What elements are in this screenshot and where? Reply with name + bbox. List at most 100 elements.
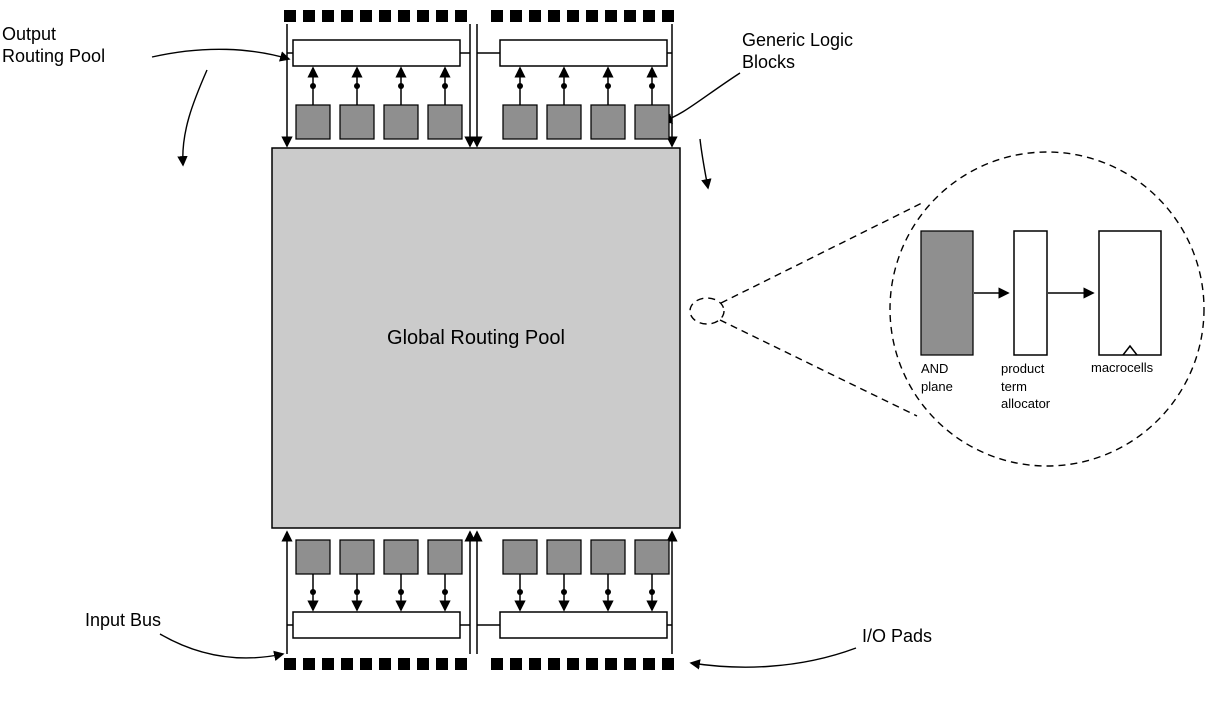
generated-repeated-shapes <box>284 10 674 670</box>
io-pad <box>303 658 315 670</box>
glb-square <box>427 104 463 140</box>
generic-logic-blocks-arrow-2 <box>699 138 712 190</box>
glb-square <box>502 539 538 575</box>
glb-square <box>339 539 375 575</box>
io-pad <box>455 10 467 22</box>
output-routing-pool-arrow <box>151 48 291 62</box>
glb-square <box>634 104 670 140</box>
generic-logic-blocks-label: Generic Logic Blocks <box>742 30 854 72</box>
input-bus-arrow <box>159 633 285 661</box>
glb-square <box>295 104 331 140</box>
io-pad <box>455 658 467 670</box>
output-routing-pool-rect-left <box>292 39 461 67</box>
io-pad <box>624 10 636 22</box>
io-pad <box>586 658 598 670</box>
io-pad <box>436 658 448 670</box>
io-pad <box>284 658 296 670</box>
wire-junction-dot <box>649 589 655 595</box>
glb-square <box>546 539 582 575</box>
io-pad <box>662 658 674 670</box>
input-bus-rect-left <box>292 611 461 639</box>
io-pad <box>643 10 655 22</box>
io-pad <box>567 10 579 22</box>
io-pad <box>529 10 541 22</box>
macrocells-label: macrocells <box>1091 360 1154 375</box>
wire-junction-dot <box>649 83 655 89</box>
and-plane-label: AND plane <box>921 361 953 394</box>
io-pad <box>662 10 674 22</box>
io-pad <box>510 658 522 670</box>
global-routing-pool-label: Global Routing Pool <box>387 326 565 349</box>
glb-square <box>383 104 419 140</box>
macrocells-rect <box>1098 230 1162 356</box>
output-routing-pool-rect-right <box>499 39 668 67</box>
io-pad <box>529 658 541 670</box>
wire-junction-dot <box>310 83 316 89</box>
input-bus-rect-right <box>499 611 668 639</box>
io-pad <box>567 658 579 670</box>
glb-square <box>339 104 375 140</box>
wire-junction-dot <box>561 83 567 89</box>
glb-square <box>590 104 626 140</box>
io-pads-arrow <box>689 647 857 670</box>
wire-junction-dot <box>354 589 360 595</box>
wire-junction-dot <box>605 83 611 89</box>
output-routing-pool-label: Output Routing Pool <box>2 24 106 66</box>
io-pad <box>360 658 372 670</box>
io-pad <box>643 658 655 670</box>
io-pad <box>322 658 334 670</box>
wire-junction-dot <box>310 589 316 595</box>
wire-junction-dot <box>605 589 611 595</box>
io-pad <box>398 658 410 670</box>
input-bus-label: Input Bus <box>85 610 162 630</box>
io-pad <box>284 10 296 22</box>
generic-logic-blocks-arrow <box>661 72 741 124</box>
and-plane-rect <box>920 230 974 356</box>
io-pad <box>586 10 598 22</box>
io-pad <box>510 10 522 22</box>
glb-square <box>634 539 670 575</box>
global-routing-pool-rect <box>271 147 681 529</box>
macrocell-clock-notch <box>1122 344 1138 356</box>
zoom-source-circle <box>689 297 725 325</box>
zoom-detail-circle <box>889 151 1205 467</box>
io-pad <box>379 10 391 22</box>
io-pads-label: I/O Pads <box>862 626 933 646</box>
io-pad <box>624 658 636 670</box>
glb-square <box>383 539 419 575</box>
io-pad <box>605 10 617 22</box>
io-pad <box>417 10 429 22</box>
zoom-tangent-line-top <box>720 202 923 304</box>
zoom-tangent-line-bottom <box>719 319 918 417</box>
io-pad <box>491 658 503 670</box>
io-pad <box>548 658 560 670</box>
io-pad <box>436 10 448 22</box>
glb-square <box>427 539 463 575</box>
wire-junction-dot <box>442 589 448 595</box>
io-pad <box>341 658 353 670</box>
io-pad <box>548 10 560 22</box>
io-pad <box>417 658 429 670</box>
output-routing-pool-arrow-2 <box>177 69 208 167</box>
io-pad <box>360 10 372 22</box>
wire-junction-dot <box>442 83 448 89</box>
io-pad <box>605 658 617 670</box>
wire-junction-dot <box>398 589 404 595</box>
wire-junction-dot <box>398 83 404 89</box>
glb-square <box>546 104 582 140</box>
glb-square <box>502 104 538 140</box>
io-pad <box>398 10 410 22</box>
io-pad <box>341 10 353 22</box>
wire-junction-dot <box>561 589 567 595</box>
io-pad <box>491 10 503 22</box>
glb-square <box>295 539 331 575</box>
product-term-allocator-label: product term allocator <box>1001 361 1051 412</box>
io-pad <box>322 10 334 22</box>
wire-junction-dot <box>354 83 360 89</box>
product-term-allocator-rect <box>1013 230 1048 356</box>
io-pad <box>379 658 391 670</box>
wire-junction-dot <box>517 83 523 89</box>
io-pad <box>303 10 315 22</box>
